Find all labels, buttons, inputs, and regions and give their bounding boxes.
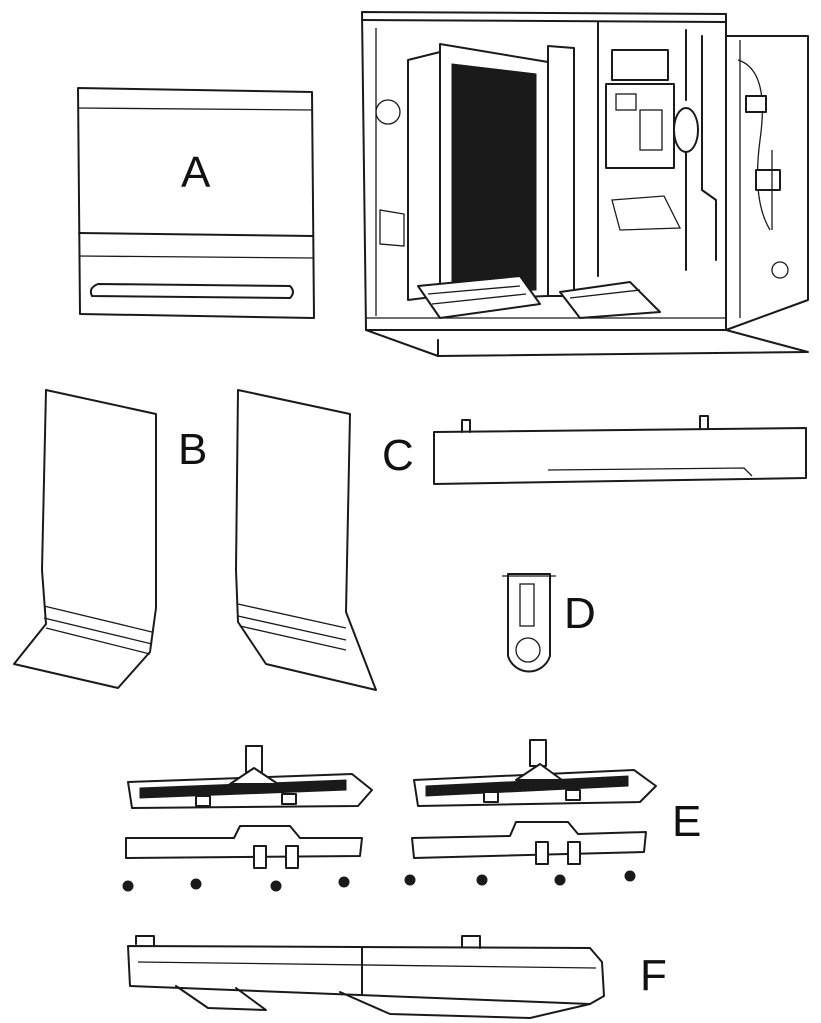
label-a: A — [181, 148, 211, 197]
assembled-cabinet — [361, 11, 809, 357]
part-b-left-panel — [13, 389, 157, 689]
label-d: D — [564, 589, 596, 638]
part-e-left-manifold — [127, 745, 373, 809]
label-f: F — [640, 951, 667, 1000]
screws-right — [404, 870, 636, 886]
coil-fins — [465, 68, 523, 290]
part-c-top-strip — [433, 415, 807, 485]
part-d-bracket — [502, 573, 556, 673]
part-e-left-tray — [122, 825, 363, 892]
part-f-base-pan — [127, 935, 605, 1019]
label-e: E — [672, 797, 701, 846]
part-e-right-manifold — [413, 739, 657, 807]
screws-left — [122, 876, 350, 892]
part-a-front-panel — [77, 87, 315, 319]
part-e-right-tray — [404, 821, 647, 886]
label-b: B — [178, 425, 207, 474]
label-c: C — [382, 431, 414, 480]
part-b-right-panel — [235, 389, 377, 691]
